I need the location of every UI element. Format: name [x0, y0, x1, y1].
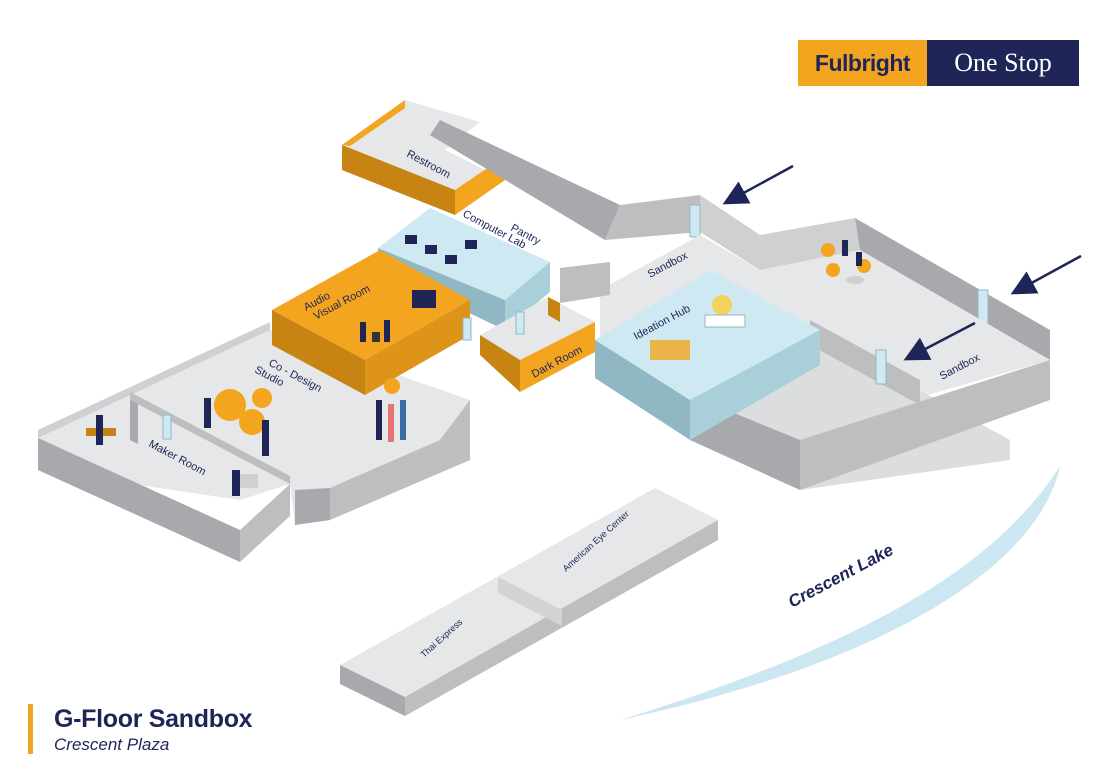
door-icon — [462, 317, 472, 341]
door-icon — [977, 289, 989, 325]
title-accent-bar — [28, 704, 33, 754]
door-icon — [515, 311, 525, 335]
audio-visual-room — [272, 250, 470, 395]
maker-figures — [86, 415, 258, 496]
brand-part-onestop: One Stop — [927, 40, 1079, 86]
door-icon — [162, 414, 172, 440]
arrow-icon — [722, 164, 794, 205]
title-block: G-Floor Sandbox Crescent Plaza — [28, 704, 253, 756]
ideation-hub — [595, 270, 820, 440]
person-icon — [96, 415, 103, 445]
brand-logo: Fulbright One Stop — [798, 40, 1079, 86]
door-icon — [875, 349, 887, 385]
connector-corridor — [560, 262, 610, 303]
page-subtitle: Crescent Plaza — [54, 735, 170, 754]
person-icon — [821, 243, 835, 257]
label-crescent-lake: Crescent Lake — [785, 540, 897, 611]
person-icon — [232, 470, 240, 496]
shops-building — [340, 488, 718, 716]
arrow-icon — [1010, 254, 1082, 295]
co-design-figures — [204, 378, 406, 456]
person-icon — [400, 400, 406, 440]
door-icon — [689, 204, 701, 238]
person-icon — [204, 398, 211, 428]
person-icon — [376, 400, 382, 440]
arrow-icon — [903, 321, 976, 361]
person-icon — [262, 420, 269, 456]
person-icon — [388, 404, 394, 442]
upper-corridor — [430, 120, 1050, 360]
person-icon — [826, 263, 840, 277]
brand-part-fulbright: Fulbright — [798, 40, 927, 86]
dark-room — [462, 297, 595, 392]
page-title: G-Floor Sandbox — [54, 705, 253, 733]
